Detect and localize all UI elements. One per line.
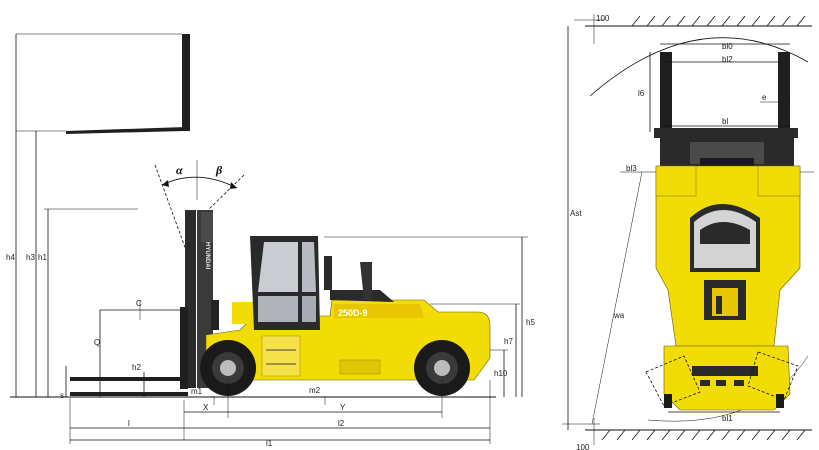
front-wheel <box>200 340 256 396</box>
raised-fork <box>16 33 190 134</box>
label-top-clearance: 100 <box>596 14 610 23</box>
cab <box>250 236 372 330</box>
label-bl0: bl0 <box>722 42 733 51</box>
label-l1: l1 <box>266 439 273 448</box>
length-dimensions <box>69 380 491 444</box>
label-wa: wa <box>613 311 625 320</box>
label-h5: h5 <box>526 318 535 327</box>
label-q: Q <box>94 338 100 347</box>
label-bottom-clearance: 100 <box>576 443 590 450</box>
model-badge: 250D-9 <box>338 308 368 318</box>
bottom-wall-hatch <box>601 429 806 441</box>
label-m2: m2 <box>309 386 321 395</box>
counterweight-top <box>645 345 799 413</box>
lowered-fork <box>70 377 188 396</box>
label-bl: bl <box>722 117 728 126</box>
label-beta: β <box>215 163 223 177</box>
wa-line <box>591 171 643 425</box>
top-wall-hatch <box>631 15 806 27</box>
label-h4: h4 <box>6 253 15 262</box>
label-h7: h7 <box>504 337 513 346</box>
body-top <box>655 165 801 347</box>
top-view: 100 100 bl0 bl2 bl l6 e bl3 Ast wa bl1 <box>562 14 814 450</box>
tilt-angles <box>154 160 245 251</box>
label-m1: m1 <box>191 387 203 396</box>
label-bl1: bl1 <box>722 414 733 423</box>
turning-arc-top <box>589 37 809 97</box>
label-h1: h1 <box>38 253 47 262</box>
label-e: e <box>762 93 767 102</box>
label-h2: h2 <box>132 363 141 372</box>
label-bl2: bl2 <box>722 55 733 64</box>
height-dimensions <box>15 34 528 397</box>
side-view: 250D-9 HYUNDAI h4 h3 h1 <box>6 33 535 448</box>
label-l2: l2 <box>338 419 345 428</box>
label-bl3: bl3 <box>626 164 637 173</box>
rear-wheel <box>414 340 470 396</box>
label-c: C <box>136 299 142 308</box>
label-h3: h3 <box>26 253 35 262</box>
label-ast: Ast <box>570 209 582 218</box>
label-y: Y <box>340 403 346 412</box>
label-s: s <box>60 391 64 400</box>
label-h10: h10 <box>494 369 508 378</box>
forks-top <box>649 43 798 138</box>
label-l: l <box>128 419 130 428</box>
label-x: X <box>203 403 209 412</box>
label-l6: l6 <box>638 89 645 98</box>
mast-top <box>660 138 794 168</box>
label-alpha: α <box>176 163 183 177</box>
mast-brand-text: HYUNDAI <box>204 242 210 270</box>
